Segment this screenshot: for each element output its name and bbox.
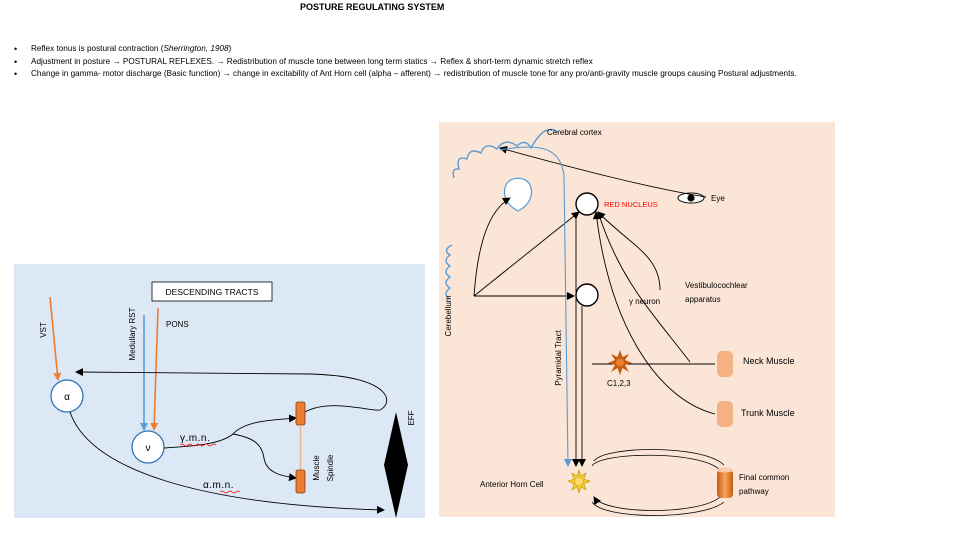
spindle-label: Spindle	[326, 454, 335, 481]
red-nucleus-node	[575, 192, 599, 216]
descending-tracts-panel: DESCENDING TRACTS VST Medullary RST PONS…	[14, 264, 425, 518]
bullet-list: Reflex tonus is postural contraction (Sh…	[14, 43, 797, 81]
final-common-pathway-muscle	[717, 470, 733, 498]
alpha-motor-neuron	[50, 379, 84, 413]
descending-tracts-label: DESCENDING TRACTS	[166, 287, 259, 297]
cerebellum-to-red-nucleus-arrow	[473, 211, 580, 297]
gamma-mn-underline	[179, 443, 217, 447]
final-pathway-loop-lower	[593, 496, 721, 511]
anterior-horn-cell-core	[574, 476, 584, 487]
right-panel-background	[439, 122, 835, 517]
cerebellum-to-cortex-arrow	[473, 197, 511, 297]
cerebellum-outline	[445, 244, 453, 300]
vst-label: VST	[39, 322, 48, 338]
cerebral-cortex-label: Cerebral cortex	[547, 128, 602, 137]
trunk-muscle-to-red-nucleus-arrow	[592, 211, 716, 415]
spindle-upper-pole	[295, 401, 306, 426]
pyramidal-tract-label: Pyramidal Tract	[554, 329, 563, 385]
cerebellum-label: Cerebellum	[444, 295, 453, 336]
anterior-horn-cell-label: Anterior Horn Cell	[480, 480, 544, 489]
alpha-mn-underline	[219, 490, 241, 494]
bullet-item: Reflex tonus is postural contraction (Sh…	[14, 43, 797, 56]
eye-to-cortex-arrow	[499, 145, 707, 198]
posture-pathway-panel: Cerebral cortex Cerebellum Eye RED NUCLE…	[439, 122, 835, 517]
descending-tracts-box	[151, 281, 273, 302]
c123-label: C1,2,3	[607, 379, 631, 388]
alpha-symbol: α	[64, 392, 70, 403]
effector-diamond	[384, 412, 408, 518]
vestibular-to-red-nucleus-arrow	[597, 211, 661, 291]
trunk-muscle-shape	[717, 401, 733, 427]
bullet-item: Change in gamma- motor discharge (Basic …	[14, 68, 797, 81]
final-pathway-loop-upper-outer	[593, 449, 725, 466]
muscle-label: Muscle	[312, 455, 321, 481]
final-common-pathway-label-line2: pathway	[739, 487, 769, 496]
final-common-pathway-label: Final common	[739, 473, 789, 482]
gamma-mn-fiber-branch	[232, 433, 297, 482]
cerebral-cortex-outline	[452, 128, 558, 179]
eye-label: Eye	[711, 194, 725, 203]
vestibulocochlear-label-line2: apparatus	[685, 295, 721, 304]
neck-muscle-label: Neck Muscle	[743, 356, 795, 366]
red-nucleus-label: RED NUCLEUS	[604, 200, 658, 209]
gamma-motor-neuron	[131, 430, 165, 464]
final-pathway-loop-upper	[591, 454, 721, 471]
pons-label: PONS	[166, 320, 189, 329]
pons-tract-arrow	[150, 307, 159, 431]
vestibulocochlear-label: Vestibulocochlear	[685, 281, 748, 290]
c123-star-core	[616, 358, 624, 367]
final-common-pathway-muscle-top	[717, 467, 733, 473]
trunk-muscle-label: Trunk Muscle	[741, 408, 795, 418]
alpha-mn-label: α.m.n.	[203, 480, 234, 491]
gamma-neuron-node	[575, 283, 599, 307]
neck-muscle-to-red-nucleus-arrow	[596, 211, 691, 363]
bullet-item: Adjustment in posture → POSTURAL REFLEXE…	[14, 56, 797, 69]
spindle-lower-pole	[295, 469, 306, 494]
eff-label: EFF	[407, 410, 416, 425]
gamma-neuron-label: γ neuron	[629, 297, 660, 306]
neck-muscle-shape	[717, 351, 733, 377]
vst-tract-arrow	[49, 296, 62, 381]
cortex-to-anterior-horn-arrow	[499, 146, 572, 467]
gamma-symbol: ν	[146, 443, 151, 454]
final-pathway-loop-lower-outer	[591, 501, 725, 516]
alpha-mn-fiber	[69, 411, 385, 514]
medullary-rst-label: Medullary RST	[128, 307, 137, 360]
spindle-afferent-loop	[75, 368, 388, 413]
gamma-mn-label: γ.m.n.	[180, 433, 210, 444]
eye-pupil-icon	[687, 194, 695, 202]
page-title: POSTURE REGULATING SYSTEM	[300, 2, 445, 12]
